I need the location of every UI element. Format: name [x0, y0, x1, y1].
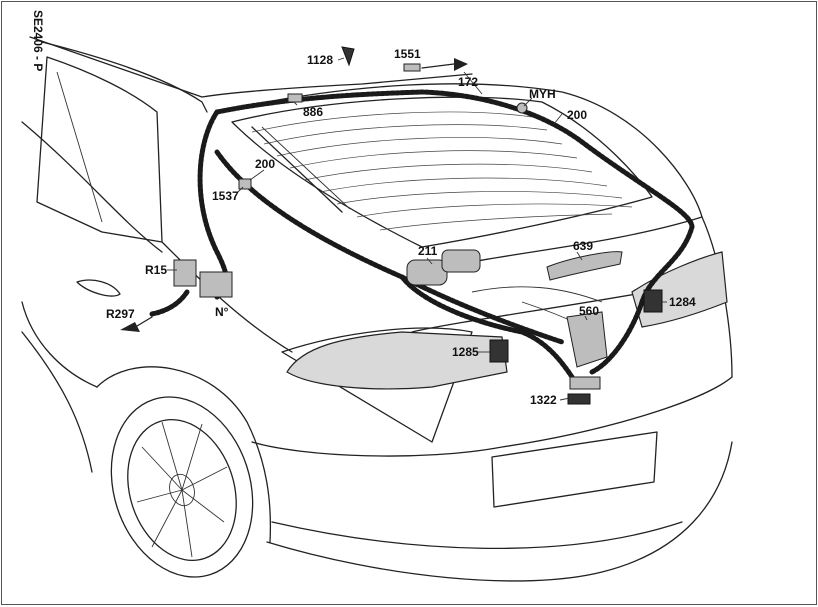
- label-r297: R297: [106, 307, 135, 321]
- label-1551: 1551: [394, 47, 421, 61]
- label-1128: 1128: [307, 53, 333, 67]
- figure-code: SE2406 - P: [31, 10, 45, 71]
- label-1537: 1537: [212, 189, 239, 203]
- connector-1284: [643, 289, 663, 313]
- third-brake-light: [546, 251, 623, 281]
- arrow-to-172: [454, 58, 468, 71]
- label-r15: R15: [145, 263, 167, 277]
- arrow-to-r297: [120, 322, 140, 332]
- wheel-spokes: [136, 421, 228, 558]
- boot-lock-560: [566, 311, 608, 368]
- label-200-right: 200: [567, 108, 587, 122]
- label-886: 886: [303, 105, 323, 119]
- connector-1551: [403, 63, 421, 72]
- label-211: 211: [418, 244, 438, 258]
- wiring-harness: [197, 89, 695, 380]
- connector-block-r15: [149, 259, 233, 317]
- label-1285: 1285: [452, 345, 479, 359]
- label-560: 560: [579, 304, 599, 318]
- ground-block-1537: [238, 178, 252, 190]
- label-myh: MYH: [529, 87, 556, 101]
- label-1322: 1322: [530, 393, 557, 407]
- antenna-1128: [341, 46, 355, 67]
- rear-window: [231, 96, 653, 248]
- connector-1285: [489, 339, 509, 363]
- wiper-motor-211: [406, 249, 481, 286]
- connector-886: [287, 93, 303, 103]
- label-1284: 1284: [669, 295, 696, 309]
- boot-switch-1322: [567, 376, 601, 405]
- label-172: 172: [458, 75, 478, 89]
- label-639: 639: [573, 239, 593, 253]
- label-n: N°: [215, 305, 229, 319]
- leader-lines: [167, 57, 667, 401]
- left-tail-lamp: [286, 331, 508, 390]
- label-200-left: 200: [255, 157, 275, 171]
- car-body: [21, 36, 733, 582]
